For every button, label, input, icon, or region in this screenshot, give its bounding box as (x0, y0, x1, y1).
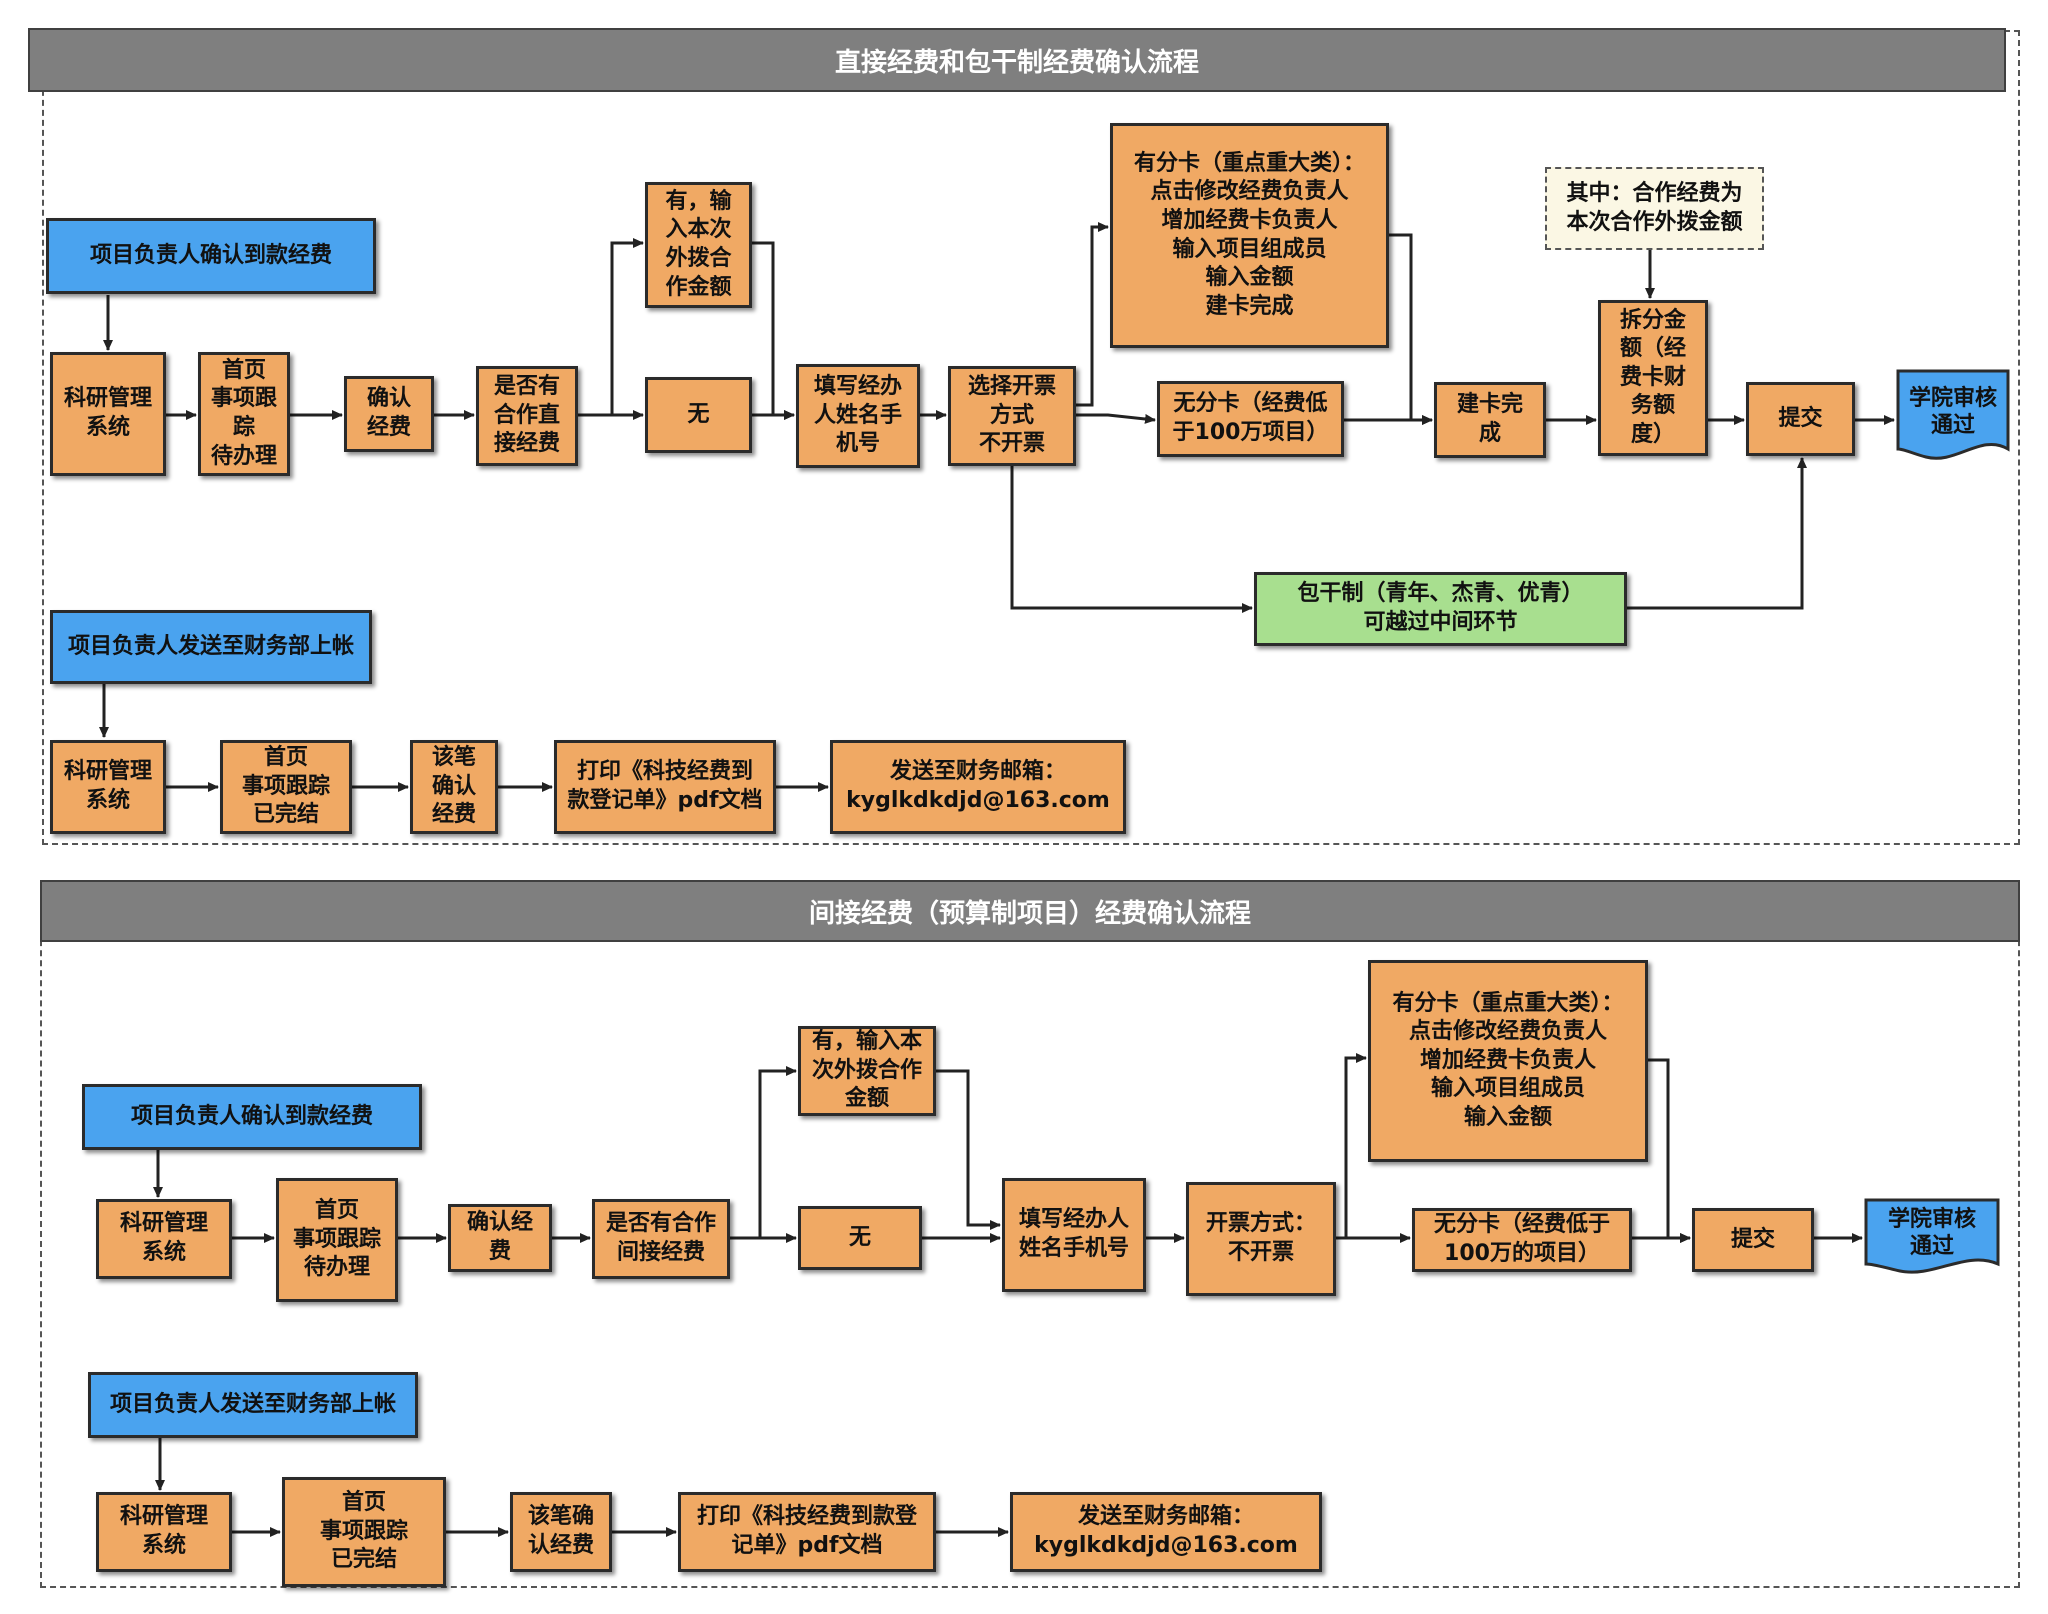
s1-card-done: 建卡完 成 (1434, 382, 1546, 458)
s1-approve-label: 学院审核 通过 (1908, 385, 1997, 439)
s2-homepage-pending: 首页 事项跟踪 待办理 (276, 1178, 398, 1302)
s2-start-confirm-funds: 项目负责人确认到款经费 (82, 1084, 422, 1150)
s2-sub-card: 有分卡（重点重大类）： 点击修改经费负责人 增加经费卡负责人 输入项目组成员 输… (1368, 960, 1648, 1162)
s1-approve-document-shape (1896, 369, 2010, 460)
s1-sub-card: 有分卡（重点重大类）： 点击修改经费负责人 增加经费卡负责人 输入项目组成员 输… (1110, 123, 1389, 348)
s1b-print-pdf: 打印《科技经费到 款登记单》pdf文档 (554, 740, 776, 834)
s1-no-sub-card: 无分卡（经费低 于100万项目） (1157, 381, 1344, 457)
s1-split-amount: 拆分金 额（经 费卡财 务额 度） (1598, 300, 1708, 456)
s1-start-send-finance: 项目负责人发送至财务部上帐 (50, 610, 372, 684)
s2-college-approve: 学院审核 通过 (1864, 1198, 2000, 1280)
s1-fill-phone: 填写经办 人姓名手 机号 (796, 364, 920, 468)
s1-start-confirm-funds: 项目负责人确认到款经费 (46, 218, 376, 294)
section2-title: 间接经费（预算制项目）经费确认流程 (40, 880, 2020, 942)
s1-college-approve: 学院审核 通过 (1896, 369, 2010, 467)
s2-invoice-method: 开票方式： 不开票 (1186, 1182, 1336, 1296)
s2b-print-pdf: 打印《科技经费到款登 记单》pdf文档 (678, 1492, 936, 1572)
s2-approve-document-shape (1864, 1198, 2000, 1274)
s1b-research-system: 科研管理 系统 (50, 740, 166, 834)
s2-no: 无 (798, 1206, 922, 1270)
s2-fill-phone: 填写经办人 姓名手机号 (1002, 1178, 1146, 1292)
s2-yes-input-amount: 有，输入本 次外拨合作 金额 (798, 1026, 936, 1116)
s2-has-coop-indirect: 是否有合作 间接经费 (592, 1199, 730, 1279)
s1-submit-button: 提交 (1746, 382, 1855, 456)
s1b-homepage-done: 首页 事项跟踪 已完结 (220, 740, 352, 834)
s1b-send-email: 发送至财务邮箱： kyglkdkdjd@163.com (830, 740, 1126, 834)
s1-no: 无 (645, 377, 752, 453)
s1-lump-sum: 包干制（青年、杰青、优青） 可越过中间环节 (1254, 572, 1627, 646)
s2b-confirm-this: 该笔确 认经费 (510, 1492, 612, 1572)
s2-research-system: 科研管理 系统 (96, 1199, 232, 1279)
section1-title: 直接经费和包干制经费确认流程 (28, 28, 2006, 92)
s1-invoice-method: 选择开票 方式 不开票 (948, 366, 1076, 466)
s2-approve-label: 学院审核 通过 (1887, 1206, 1976, 1260)
s1-homepage-pending: 首页 事项跟 踪 待办理 (198, 352, 290, 476)
s2-no-sub-card: 无分卡（经费低于 100万的项目） (1412, 1208, 1632, 1272)
s1-confirm-funds: 确认 经费 (344, 376, 434, 452)
s1-yes-input-amount: 有，输 入本次 外拨合 作金额 (645, 182, 752, 308)
s2-confirm-funds: 确认经 费 (448, 1204, 552, 1272)
s2b-homepage-done: 首页 事项跟踪 已完结 (282, 1477, 446, 1587)
s2b-research-system: 科研管理 系统 (96, 1492, 232, 1572)
s1-has-coop-direct: 是否有 合作直 接经费 (476, 366, 578, 466)
s1b-confirm-this: 该笔 确认 经费 (410, 740, 498, 834)
s1-coop-note: 其中：合作经费为 本次合作外拨金额 (1545, 167, 1764, 250)
s2b-send-email: 发送至财务邮箱： kyglkdkdjd@163.com (1010, 1492, 1322, 1572)
s2-start-send-finance: 项目负责人发送至财务部上帐 (88, 1372, 418, 1438)
s2-submit-button: 提交 (1692, 1208, 1814, 1272)
s1-research-system: 科研管理 系统 (50, 352, 166, 476)
